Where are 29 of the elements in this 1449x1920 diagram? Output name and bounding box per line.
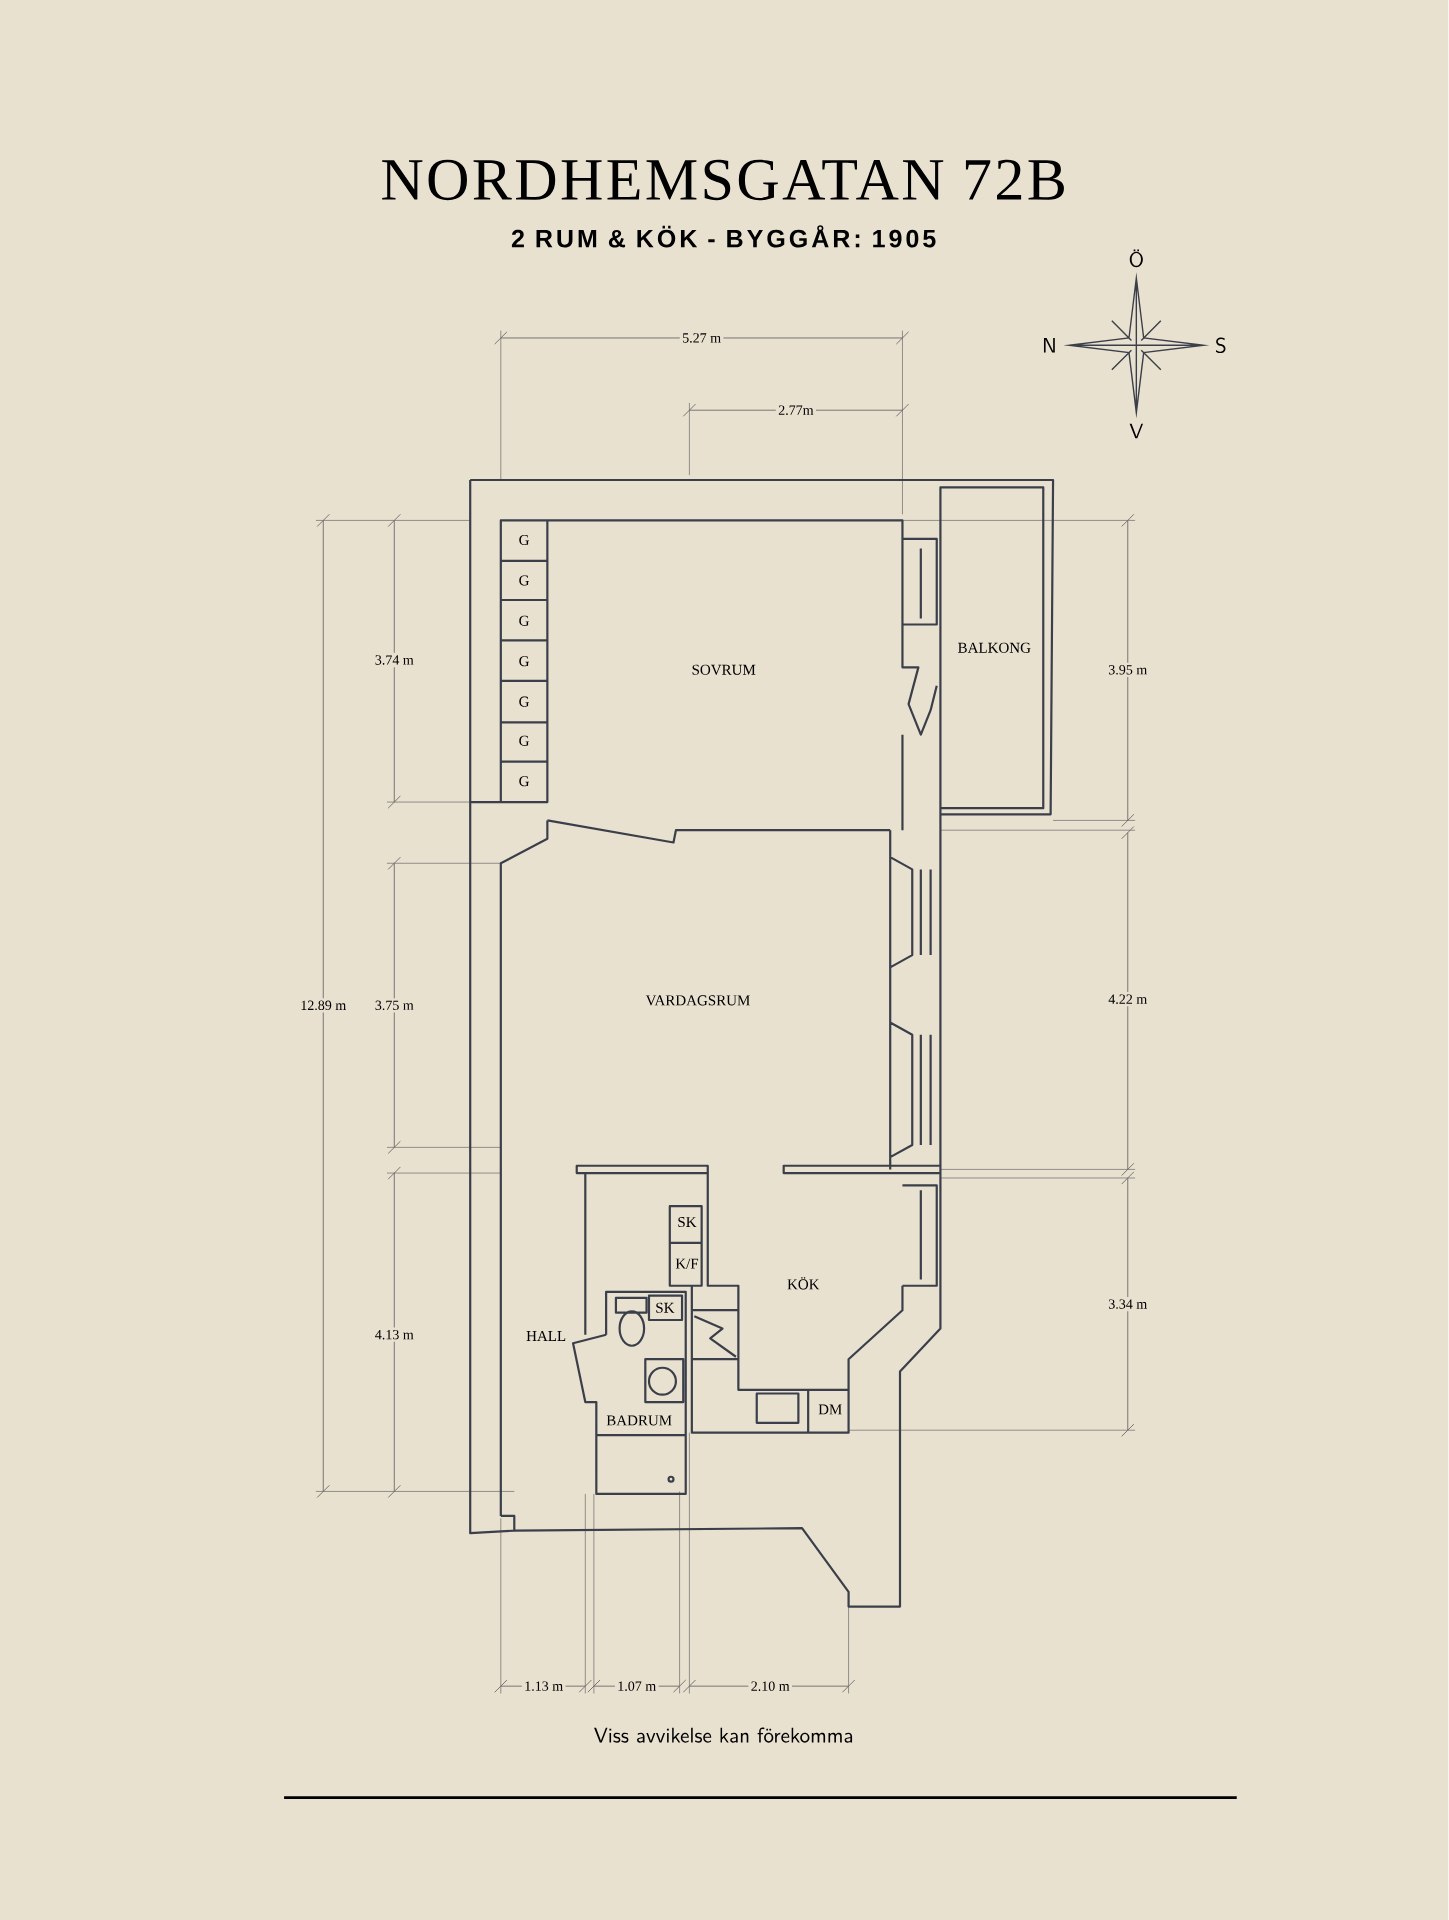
room-label: SOVRUM: [692, 664, 756, 675]
closet-label: G: [519, 735, 530, 746]
closet-label: G: [519, 696, 530, 707]
room-label: KÖK: [787, 1277, 820, 1290]
room-label: K/F: [675, 1258, 699, 1269]
closet-label: G: [519, 656, 530, 667]
room-label: SK: [678, 1217, 697, 1228]
footnote: Viss avvikelse kan förekomma: [594, 1727, 853, 1743]
closet-label: G: [519, 776, 530, 787]
room-label: BALKONG: [958, 642, 1031, 653]
compass-letter: Ö: [1130, 249, 1144, 268]
dimension-label: 2.77m: [776, 403, 817, 418]
dimension-label: 12.89 m: [298, 998, 349, 1013]
subtitle: 2 RUM & KÖK - BYGGÅR: 1905: [512, 225, 936, 248]
closet-label: G: [519, 615, 530, 626]
title: NORDHEMSGATAN 72B: [382, 159, 1065, 201]
dimension-label: 4.22 m: [1106, 992, 1150, 1007]
closet-label: G: [519, 575, 530, 586]
dimension-label: 3.75 m: [372, 998, 417, 1013]
closet-label: G: [519, 535, 530, 546]
compass-letter: N: [1044, 338, 1055, 353]
room-label: BADRUM: [606, 1415, 672, 1426]
room-label: SK: [656, 1302, 675, 1313]
room-label: DM: [818, 1404, 843, 1415]
compass-letter: S: [1216, 337, 1226, 354]
compass-letter: V: [1129, 423, 1144, 439]
dimension-label: 1.13 m: [522, 1679, 566, 1694]
room-label: VARDAGSRUM: [645, 995, 751, 1006]
room-label: HALL: [526, 1330, 566, 1341]
